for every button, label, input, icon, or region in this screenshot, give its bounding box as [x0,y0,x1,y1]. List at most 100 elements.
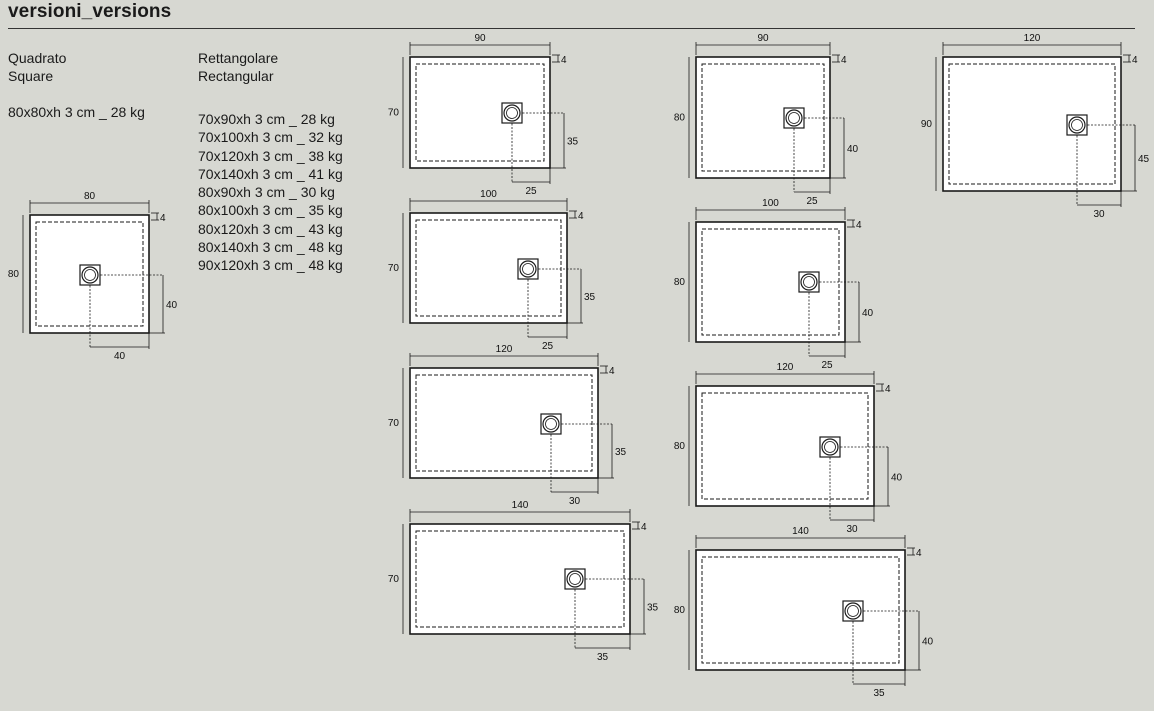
rim-label: 4 [916,548,922,559]
tray-drawing-70x100: 100 70 4 35 25 [388,189,596,352]
depth-label: 70 [388,418,400,429]
drain-inner-ring-icon [569,573,581,585]
tray-outline [942,56,1122,192]
spec-item: 70x100xh 3 cm _ 32 kg [198,129,343,146]
width-label: 140 [792,526,809,537]
drain-ring-icon [821,438,839,456]
depth-label: 70 [388,574,400,585]
drain-ring-icon [800,273,818,291]
tray-outline [409,212,568,324]
drain-y-label: 35 [584,292,596,303]
tray-outline [409,56,551,169]
drain-y-label: 40 [847,144,859,155]
drain-ring-icon [785,109,803,127]
drain-ring-icon [542,415,560,433]
spec-item: 70x120xh 3 cm _ 38 kg [198,147,343,164]
square-heading: Quadrato Square [8,49,66,85]
rim-label: 4 [578,211,584,222]
drain-y-label: 40 [166,300,178,311]
spec-item: 70x140xh 3 cm _ 41 kg [198,165,343,182]
drain-icon [540,413,562,435]
square-heading-it: Quadrato [8,50,67,66]
drain-x-label: 25 [821,360,833,371]
depth-label: 80 [8,269,20,280]
tray-inner-edge [35,221,144,327]
tray-inner-edge [701,63,825,172]
drain-inner-ring-icon [788,112,800,124]
rectangular-heading: Rettangolare Rectangular [198,49,278,85]
drain-ring-icon [81,266,99,284]
drain-y-label: 35 [647,603,659,614]
square-heading-en: Square [8,68,54,84]
drain-inner-ring-icon [506,107,518,119]
drain-ring-icon [844,602,862,620]
drain-x-label: 40 [114,351,126,362]
tray-outline [695,385,875,507]
drain-icon [564,568,586,590]
depth-label: 70 [388,108,400,119]
drain-icon [501,102,523,124]
drain-inner-ring-icon [803,276,815,288]
tray-drawing-70x90: 90 70 4 35 25 [388,33,579,197]
depth-label: 80 [674,441,686,452]
drain-icon [819,436,841,458]
rectangular-heading-en: Rectangular [198,68,274,84]
drain-icon [842,600,864,622]
title-divider [8,28,1135,29]
drain-ring-icon [566,570,584,588]
drain-x-label: 25 [525,186,537,197]
spec-item: 80x120xh 3 cm _ 43 kg [198,220,343,237]
drain-x-label: 25 [542,341,554,352]
drain-ring-icon [1068,116,1086,134]
rectangular-heading-it: Rettangolare [198,50,279,66]
page-title: versioni_versions [8,1,172,22]
tray-inner-edge [701,556,900,664]
width-label: 100 [480,189,497,200]
drain-y-label: 35 [567,137,579,148]
drain-icon [783,107,805,129]
tray-inner-edge [701,392,869,500]
width-label: 100 [762,198,779,209]
drain-icon [517,258,539,280]
drain-inner-ring-icon [545,418,557,430]
tray-outline [409,367,599,479]
drain-inner-ring-icon [847,605,859,617]
drain-icon [798,271,820,293]
depth-label: 70 [388,263,400,274]
drain-inner-ring-icon [522,263,534,275]
width-label: 140 [512,500,529,511]
tray-outline [695,221,846,343]
drain-y-label: 40 [922,637,934,648]
spec-item: 80x90xh 3 cm _ 30 kg [198,184,335,201]
drain-ring-icon [503,104,521,122]
width-label: 120 [496,344,513,355]
drain-y-label: 40 [862,308,874,319]
rectangular-spec-list: 70x90xh 3 cm _ 28 kg 70x100xh 3 cm _ 32 … [198,110,343,275]
drain-y-label: 45 [1138,154,1150,165]
spec-item: 80x140xh 3 cm _ 48 kg [198,239,343,256]
drain-y-label: 40 [891,473,903,484]
spec-item: 70x90xh 3 cm _ 28 kg [198,111,335,127]
drain-inner-ring-icon [824,441,836,453]
rim-label: 4 [1132,55,1138,66]
width-label: 90 [474,33,486,44]
drain-icon [79,264,101,286]
rim-label: 4 [561,55,567,66]
drain-x-label: 35 [597,652,609,663]
rim-label: 4 [609,366,615,377]
tray-inner-edge [415,374,593,472]
rim-label: 4 [885,384,891,395]
depth-label: 90 [921,119,933,130]
depth-label: 80 [674,113,686,124]
tray-outline [695,549,906,671]
tray-inner-edge [948,63,1116,185]
tray-inner-edge [415,219,562,317]
square-spec: 80x80xh 3 cm _ 28 kg [8,104,145,120]
width-label: 120 [777,362,794,373]
rim-label: 4 [856,220,862,231]
